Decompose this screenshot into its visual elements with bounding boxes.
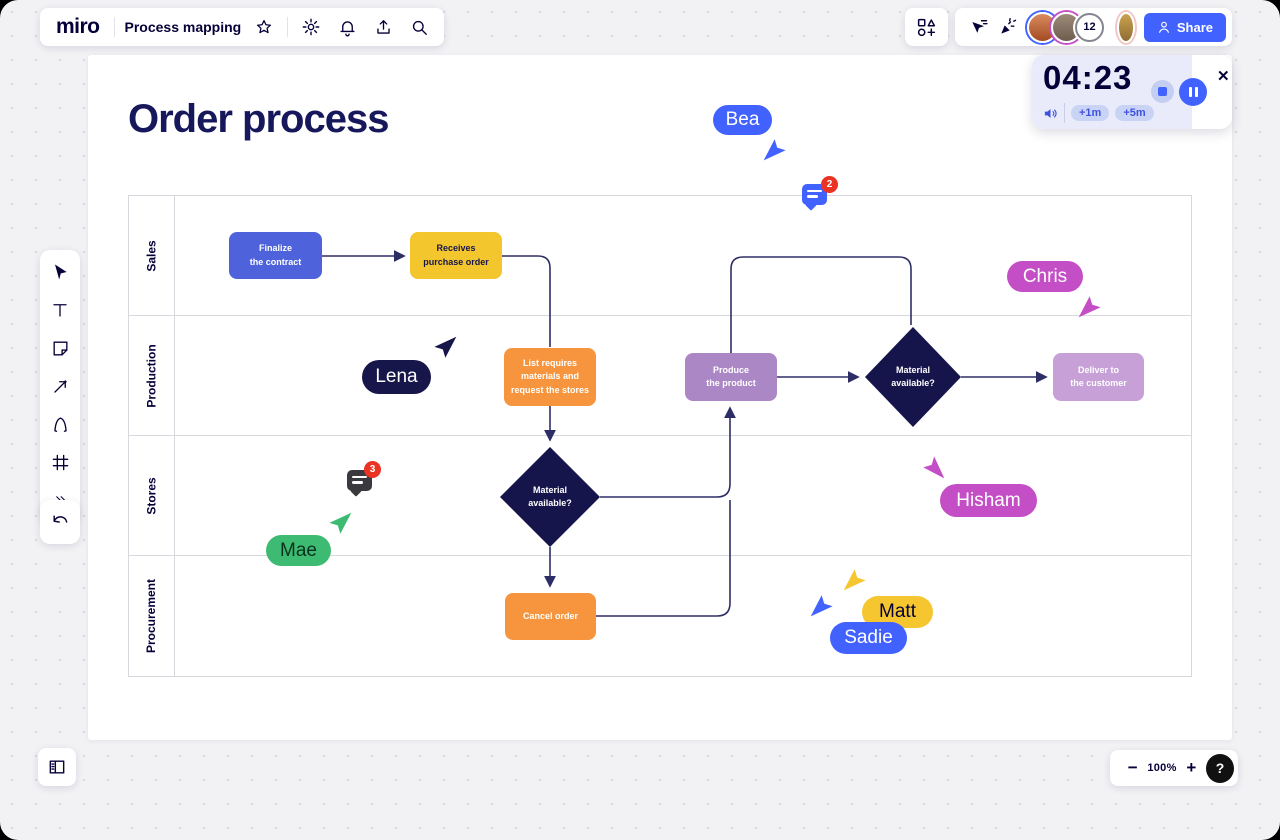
divider <box>113 17 115 37</box>
zoom-out-button[interactable]: − <box>1127 758 1138 777</box>
apps-widgets-button[interactable] <box>905 8 948 46</box>
sticky-note-icon <box>52 340 68 356</box>
comment-count-badge[interactable]: 2 <box>821 176 838 193</box>
text-tool[interactable] <box>48 298 72 322</box>
cursor-sadie <box>810 595 833 617</box>
divider <box>1064 103 1065 123</box>
lane-sales[interactable]: Sales <box>129 196 1191 316</box>
pen-tool[interactable] <box>48 412 72 436</box>
speaker-icon[interactable] <box>1043 106 1058 121</box>
pen-icon <box>53 416 67 432</box>
board-title[interactable]: Process mapping <box>124 19 242 35</box>
undo-button[interactable] <box>40 500 80 544</box>
arrow-tool[interactable] <box>48 374 72 398</box>
settings-gear-icon[interactable] <box>298 14 324 40</box>
select-cursor-tool[interactable] <box>48 260 72 284</box>
arrow-icon <box>53 379 67 393</box>
collaborator-count-badge[interactable]: 12 <box>1075 12 1104 42</box>
avatar[interactable] <box>1117 11 1135 43</box>
avatar-stack[interactable]: 12 <box>1027 11 1104 43</box>
cursor-matt <box>843 569 866 591</box>
creation-toolbar <box>40 250 80 522</box>
comment-bubble-blue[interactable] <box>802 184 827 211</box>
export-upload-icon[interactable] <box>370 14 396 40</box>
cursor-lena <box>434 336 457 358</box>
top-right-toolbar: 12 Share <box>955 8 1232 46</box>
person-icon <box>1158 21 1169 33</box>
divider <box>287 17 289 37</box>
favorite-star-icon[interactable] <box>251 14 277 40</box>
lane-procurement[interactable]: Procurement <box>129 556 1191 677</box>
timer-panel: 04:23 +1m +5m ✕ <box>1032 55 1232 129</box>
zoom-controls: − 100% + ? <box>1110 750 1238 786</box>
node-cancel-order[interactable]: Cancel order <box>505 593 596 640</box>
undo-icon <box>53 515 68 523</box>
frame-tool[interactable] <box>48 450 72 474</box>
node-deliver-customer[interactable]: Deliver to the customer <box>1053 353 1144 401</box>
share-button[interactable]: Share <box>1143 12 1226 42</box>
node-receives-purchase-order[interactable]: Receives purchase order <box>410 232 502 279</box>
notifications-bell-icon[interactable] <box>334 14 360 40</box>
timer-add-5m-button[interactable]: +5m <box>1115 105 1154 121</box>
frame-icon <box>52 454 68 470</box>
comment-count-badge[interactable]: 3 <box>364 461 381 478</box>
cursor-name-hisham: Hisham <box>940 484 1037 517</box>
cursor-bea <box>763 139 786 161</box>
text-icon <box>53 304 67 317</box>
help-button[interactable]: ? <box>1206 753 1234 783</box>
lane-label-column <box>129 196 175 676</box>
cursor-name-sadie: Sadie <box>830 622 907 654</box>
cursor-name-mae: Mae <box>266 535 331 566</box>
cursor-chris <box>1078 296 1101 318</box>
sticky-note-tool[interactable] <box>48 336 72 360</box>
timer-add-1m-button[interactable]: +1m <box>1071 105 1110 121</box>
timer-close-icon[interactable]: ✕ <box>1217 68 1230 85</box>
cursor-name-chris: Chris <box>1007 261 1083 292</box>
timer-display: 04:23 <box>1043 59 1133 96</box>
board-frame[interactable] <box>88 55 1232 740</box>
reactions-confetti-icon[interactable] <box>998 14 1018 40</box>
miro-logo[interactable]: miro <box>56 15 100 38</box>
cursor-name-lena: Lena <box>362 360 431 394</box>
hide-cursors-icon[interactable] <box>969 14 989 40</box>
shapes-icon <box>917 18 936 36</box>
sidebar-panel-icon <box>49 760 65 774</box>
zoom-level[interactable]: 100% <box>1147 762 1177 774</box>
node-produce-product[interactable]: Produce the product <box>685 353 777 401</box>
node-list-requires-materials[interactable]: List requires materials and request the … <box>504 348 596 406</box>
zoom-in-button[interactable]: + <box>1186 758 1197 777</box>
frames-panel-button[interactable] <box>38 748 76 786</box>
top-left-toolbar: miro Process mapping <box>40 8 445 46</box>
cursor-name-bea: Bea <box>713 105 772 135</box>
node-finalize-contract[interactable]: Finalize the contract <box>229 232 322 279</box>
search-icon[interactable] <box>406 14 432 40</box>
cursor-mae <box>329 512 352 534</box>
cursor-hisham <box>923 456 945 479</box>
frame-title[interactable]: Order process <box>128 97 389 141</box>
timer-pause-button[interactable] <box>1179 78 1207 106</box>
timer-stop-button[interactable] <box>1151 80 1174 103</box>
lane-production[interactable]: Production <box>129 316 1191 436</box>
cursor-arrow-icon <box>55 264 67 280</box>
